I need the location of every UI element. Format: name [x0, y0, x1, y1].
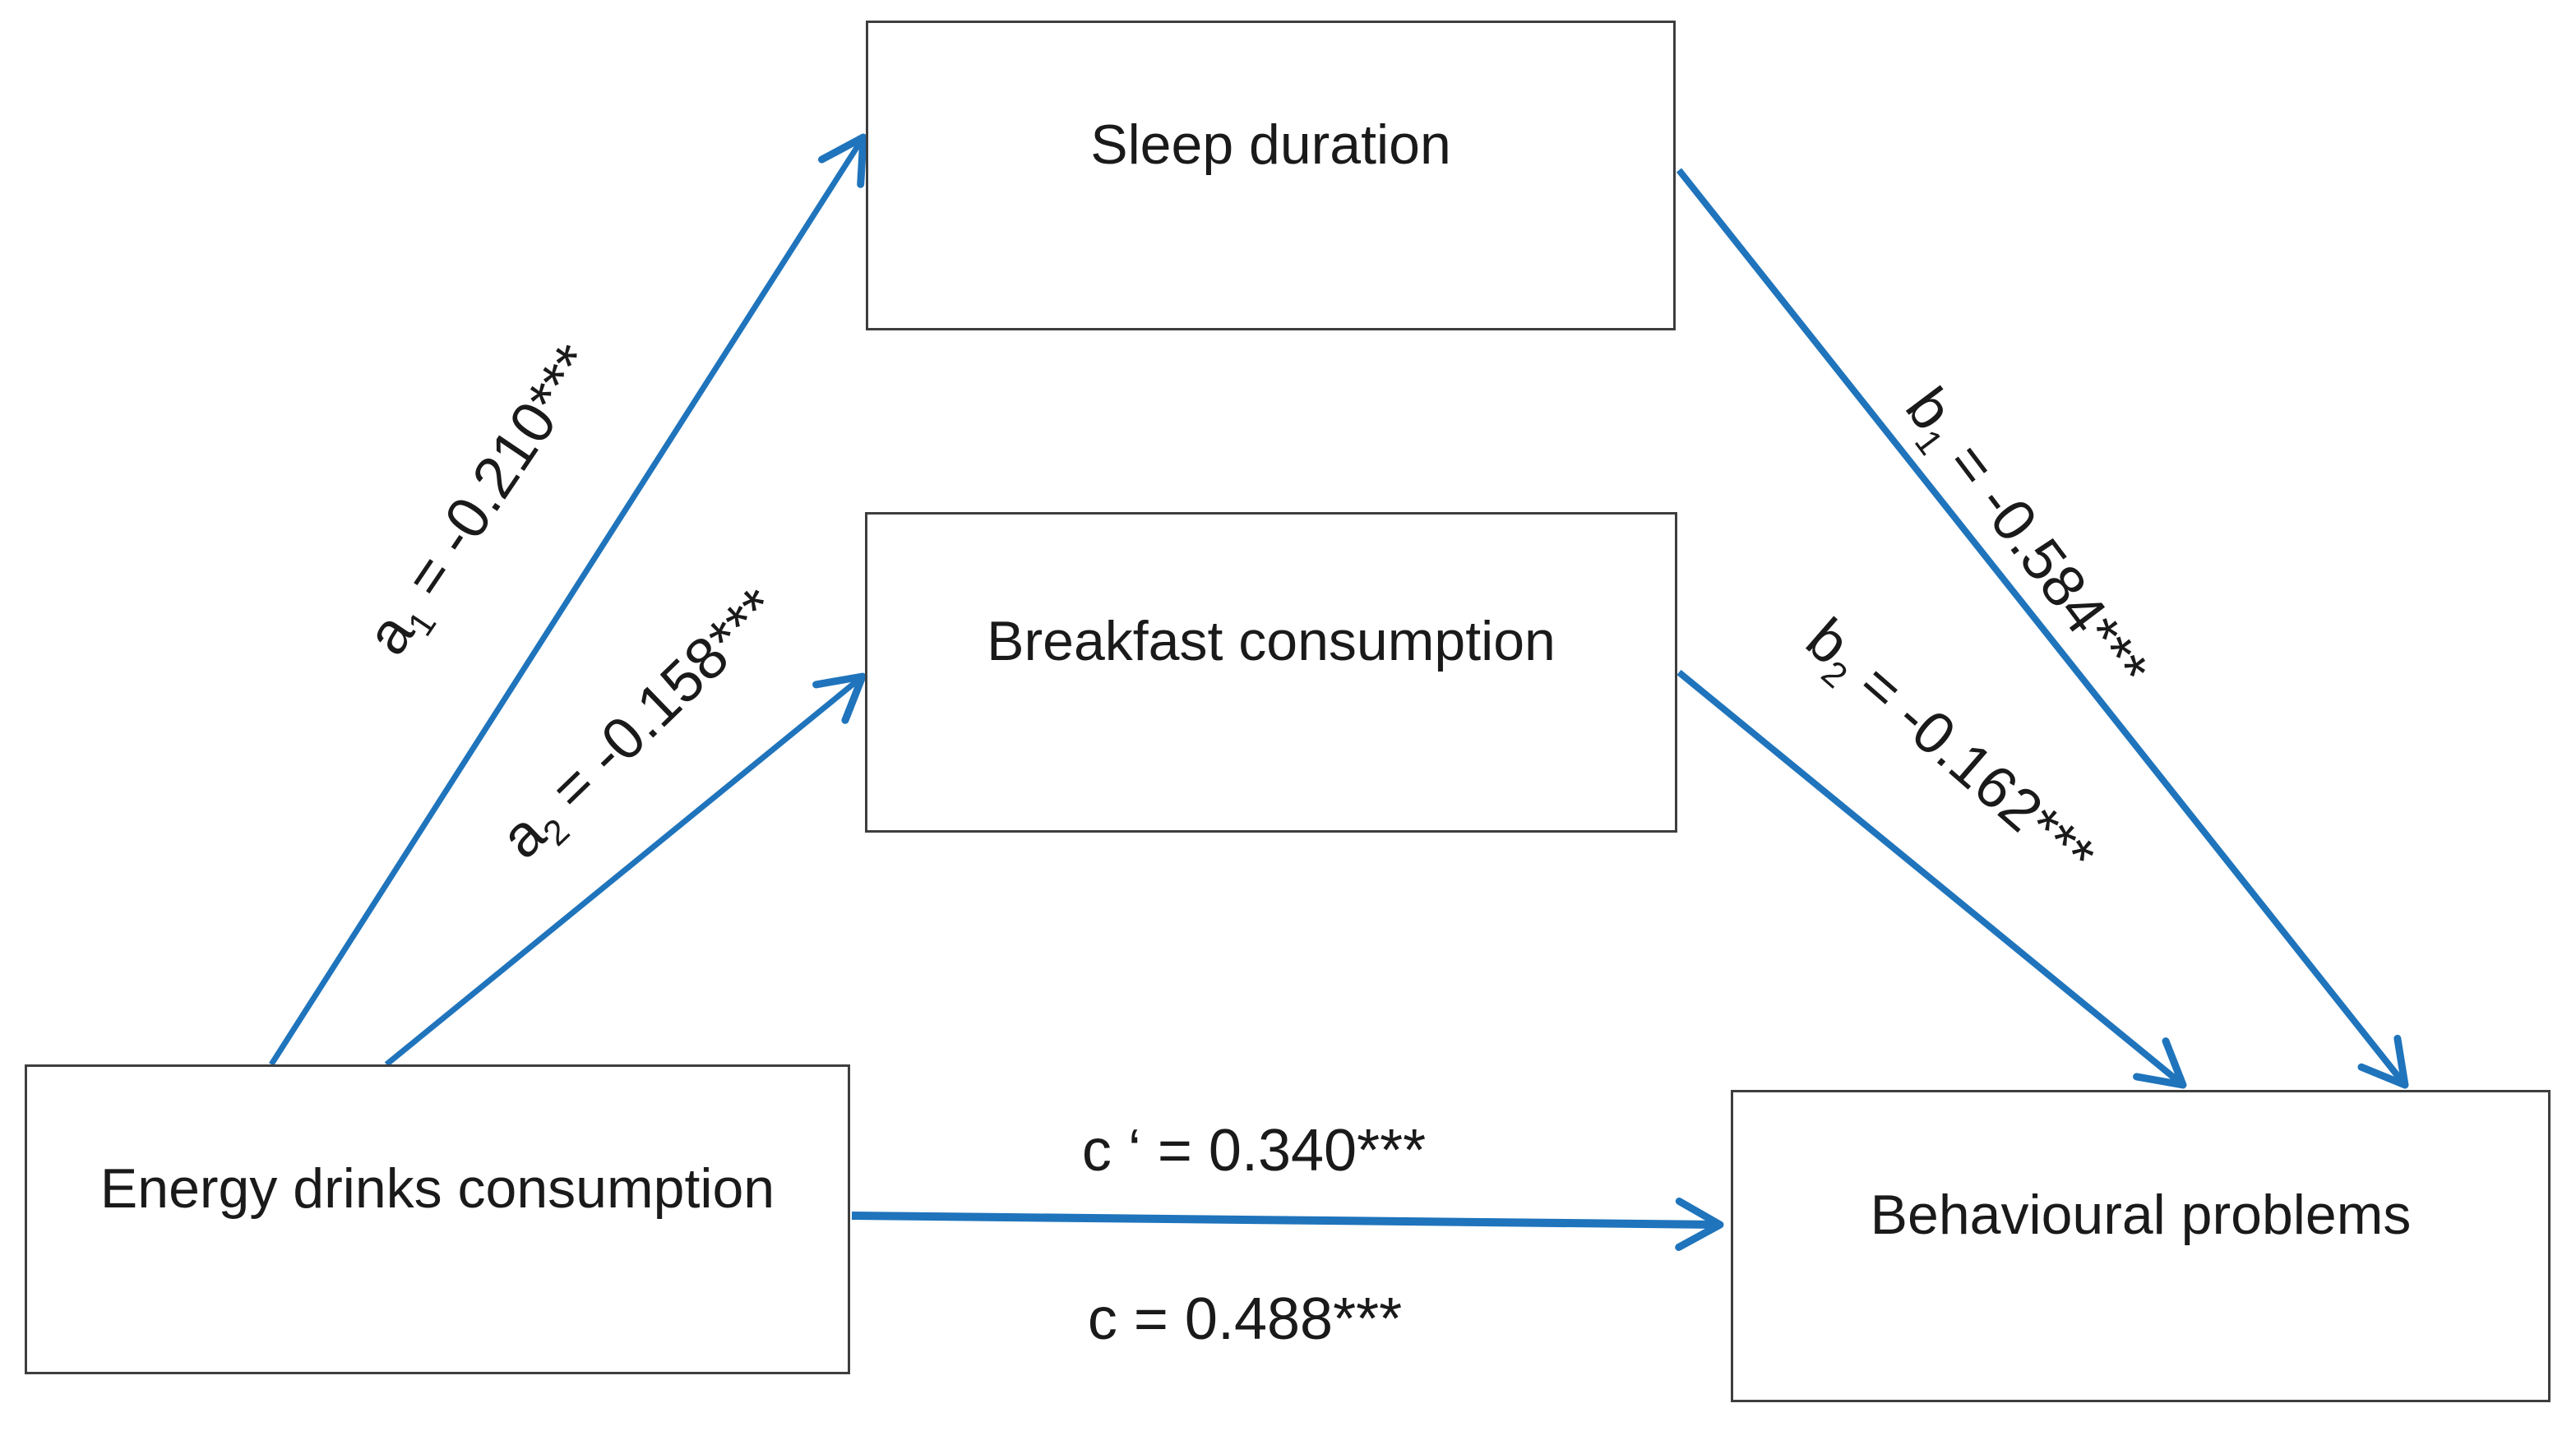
- node-behavioural-problems-label: Behavioural problems: [1870, 1184, 2412, 1246]
- path-a2-arrow: [384, 672, 867, 1067]
- node-sleep-duration-label: Sleep duration: [1090, 113, 1451, 176]
- path-c-direct-coefficient: c ‘ = 0.340***: [1081, 1118, 1427, 1184]
- path-c-arrow: [851, 1197, 1724, 1251]
- node-energy-drinks-consumption: Energy drinks consumption: [25, 1064, 850, 1374]
- node-behavioural-problems: Behavioural problems: [1731, 1090, 2551, 1402]
- node-breakfast-consumption: Breakfast consumption: [865, 512, 1677, 833]
- node-energy-drinks-consumption-label: Energy drinks consumption: [99, 1156, 775, 1220]
- node-breakfast-consumption-label: Breakfast consumption: [987, 610, 1556, 672]
- path-b2-arrow: [1676, 669, 2187, 1089]
- node-sleep-duration: Sleep duration: [866, 21, 1676, 330]
- path-b1-arrow: [1676, 168, 2409, 1089]
- path-c-total-coefficient: c = 0.488***: [1087, 1286, 1403, 1352]
- path-a1-arrow: [269, 133, 867, 1066]
